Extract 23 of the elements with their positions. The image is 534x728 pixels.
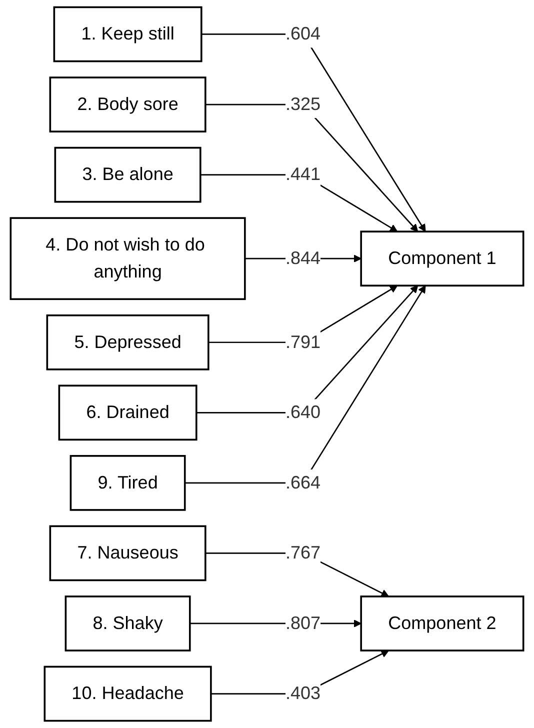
node-box: Component 2	[360, 596, 524, 652]
node-box: 1. Keep still	[53, 6, 202, 62]
node-box: 9. Tired	[70, 455, 186, 511]
node-box: Component 1	[360, 230, 524, 287]
edge-label: .640	[285, 402, 321, 423]
edge-label: .403	[285, 684, 321, 704]
node-box: 7. Nauseous	[49, 525, 206, 582]
edge-label: .807	[285, 614, 321, 634]
node-box: 8. Shaky	[64, 596, 191, 652]
node-box: 3. Be alone	[54, 146, 202, 203]
node-box: 2. Body sore	[49, 76, 206, 132]
edge-label: .844	[285, 248, 321, 268]
edge-label: .791	[285, 332, 321, 352]
arrow	[205, 104, 418, 232]
node-box: 10. Headache	[44, 666, 212, 722]
edge-label: .664	[285, 473, 321, 493]
edge-label: .604	[285, 24, 321, 44]
node-box: 5. Depressed	[46, 314, 210, 370]
edge-label: .767	[285, 543, 321, 564]
edge-label: .325	[285, 94, 321, 114]
node-box: 4. Do not wish to do anything	[10, 217, 246, 300]
edge-label: .441	[285, 164, 321, 185]
node-box: 6. Drained	[58, 384, 198, 441]
